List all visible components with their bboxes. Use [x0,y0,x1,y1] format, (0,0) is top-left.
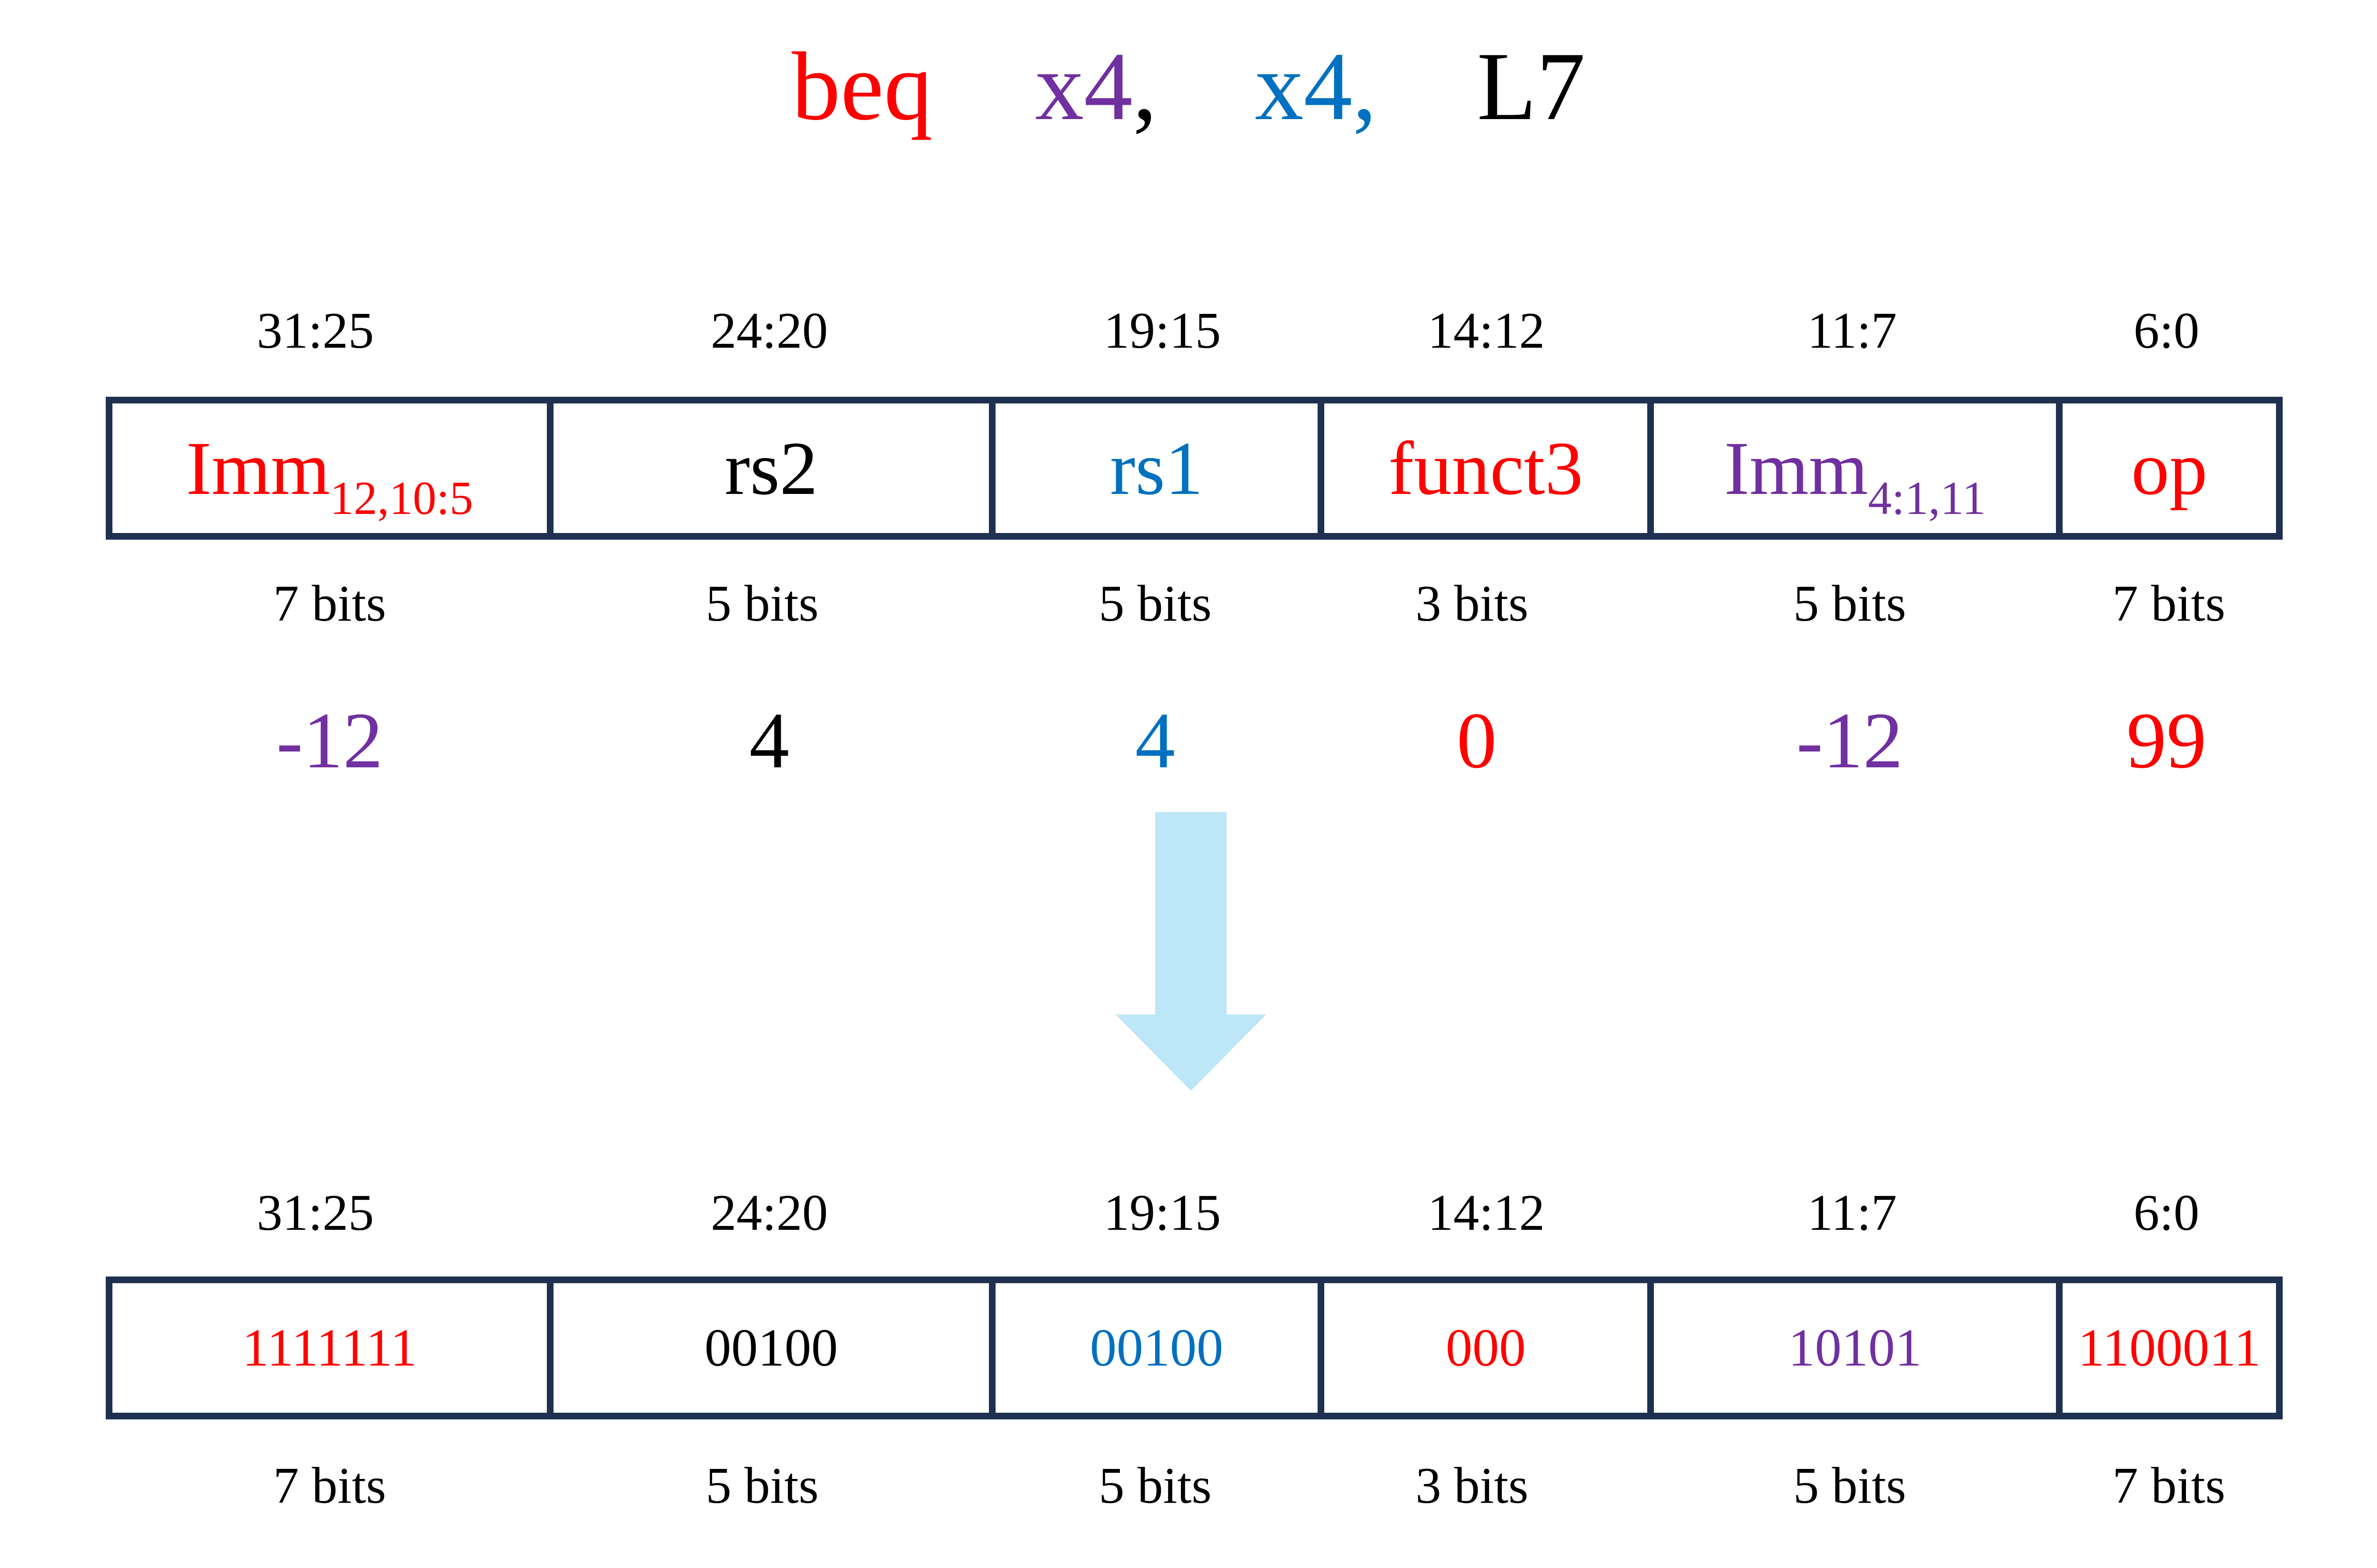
bit-range-6-0: 6:0 [2133,302,2199,359]
instruction-line: beq x4, x4, L7 [0,25,2377,149]
binary-encoding-box: 1111111 00100 00100 000 10101 1100011 [106,1277,2283,1419]
instruction-label: L7 [1477,32,1586,141]
width-label: 5 bits [1098,1457,1212,1514]
bit-range-31-25: 31:25 [256,302,374,359]
binary-imm-low: 10101 [1788,1318,1922,1377]
width-label: 5 bits [1793,575,1906,632]
top-bit-ranges: 31:25 24:20 19:15 14:12 11:7 6:0 [0,293,2377,369]
width-label: 7 bits [2112,1457,2226,1514]
down-arrow-icon [1116,812,1266,1091]
instruction-operand-1: x4 [1035,32,1133,141]
width-label: 3 bits [1415,1457,1529,1514]
bit-range-6-0: 6:0 [2133,1185,2199,1241]
top-field-widths: 7 bits 5 bits 5 bits 3 bits 5 bits 7 bit… [0,566,2377,642]
value-imm-low: -12 [1796,696,1903,785]
width-label: 7 bits [2112,575,2226,632]
bit-range-14-12: 14:12 [1427,1185,1545,1241]
width-label: 5 bits [705,1457,819,1514]
field-rs1: rs1 [1110,426,1203,511]
value-rs2: 4 [749,696,789,785]
binary-funct3: 000 [1446,1318,1526,1377]
field-op: op [2131,426,2207,511]
bit-range-19-15: 19:15 [1103,1185,1221,1241]
value-imm-high: -12 [276,696,383,785]
instruction-mnemonic: beq [791,32,933,141]
instruction-operand-2: x4, [1255,32,1377,141]
bit-range-19-15: 19:15 [1103,302,1221,359]
width-label: 7 bits [273,575,386,632]
bottom-field-widths: 7 bits 5 bits 5 bits 3 bits 5 bits 7 bit… [0,1448,2377,1524]
value-rs1: 4 [1135,696,1175,785]
value-op: 99 [2126,696,2206,785]
field-values: -12 4 4 0 -12 99 [0,688,2377,793]
width-label: 3 bits [1415,575,1529,632]
field-imm-low: Imm4:1,11 [1724,426,1986,524]
bit-range-11-7: 11:7 [1807,302,1897,359]
field-rs2: rs2 [725,426,818,511]
bottom-bit-ranges: 31:25 24:20 19:15 14:12 11:7 6:0 [0,1175,2377,1251]
bit-range-24-20: 24:20 [710,1185,828,1241]
instruction-separator: , [1132,32,1158,141]
width-label: 5 bits [1098,575,1212,632]
bit-range-24-20: 24:20 [710,302,828,359]
bit-range-11-7: 11:7 [1807,1185,1897,1241]
width-label: 7 bits [273,1457,386,1514]
bit-range-31-25: 31:25 [256,1185,374,1241]
value-funct3: 0 [1457,696,1497,785]
binary-op: 1100011 [2078,1318,2261,1377]
field-imm-high: Imm12,10:5 [186,426,473,524]
binary-rs1: 00100 [1090,1318,1223,1377]
field-funct3: funct3 [1388,426,1583,511]
binary-imm-high: 1111111 [242,1318,417,1377]
width-label: 5 bits [705,575,819,632]
bit-range-14-12: 14:12 [1427,302,1545,359]
binary-rs2: 00100 [705,1318,838,1377]
field-layout-box: Imm12,10:5 rs2 rs1 funct3 Imm4:1,11 op [106,397,2283,540]
width-label: 5 bits [1793,1457,1906,1514]
